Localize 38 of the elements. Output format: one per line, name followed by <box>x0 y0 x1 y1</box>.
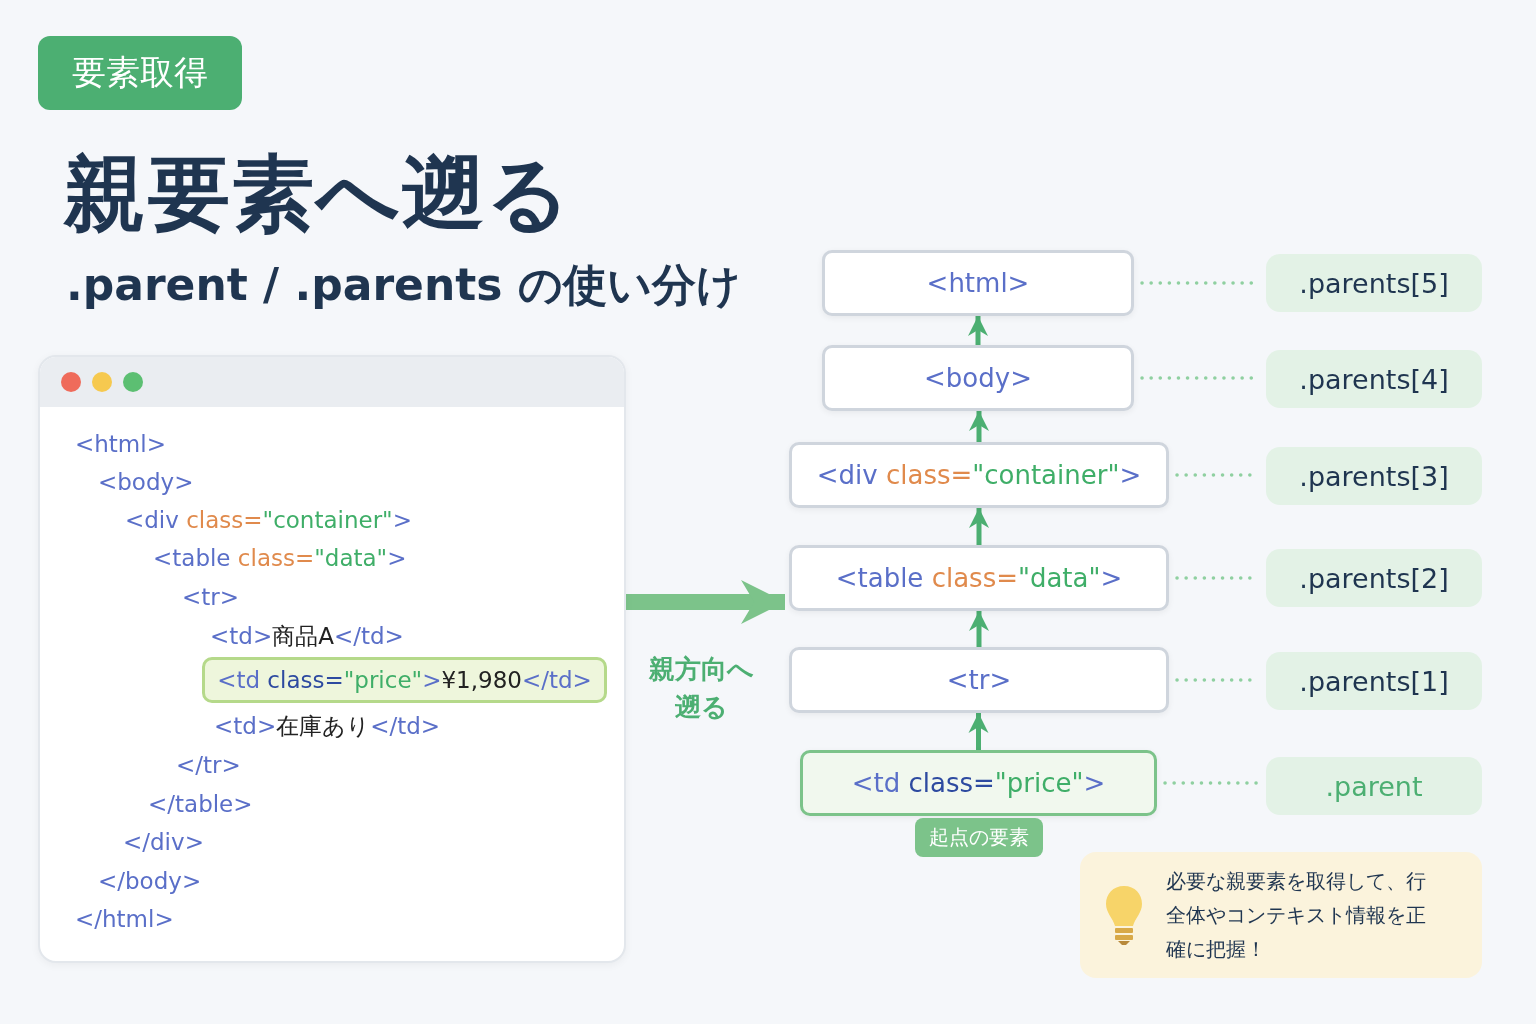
arrow <box>969 508 989 545</box>
arrow <box>626 580 785 624</box>
selector-label: .parents[2] <box>1266 549 1482 607</box>
selector-label: .parents[3] <box>1266 447 1482 505</box>
code-line: <html> <box>75 430 166 459</box>
tag-box: <html> <box>822 250 1134 316</box>
edge-label: 親方向へ遡る <box>648 653 756 724</box>
code-line: <td>商品A</td> <box>210 622 404 651</box>
start-element-badge: 起点の要素 <box>914 818 1043 857</box>
code-line: <div class="container"> <box>125 506 412 535</box>
selector-label: .parents[5] <box>1266 254 1482 312</box>
code-line: <table class="data"> <box>153 544 407 573</box>
tag-box: <div class="container"> <box>789 442 1169 508</box>
arrow <box>968 713 989 750</box>
subtitle: .parent / .parents の使い分け <box>66 258 741 312</box>
code-line: </tr> <box>176 751 241 780</box>
code-window <box>38 355 626 963</box>
tip-text: 必要な親要素を取得して、行全体やコンテキスト情報を正確に把握！ <box>1166 868 1426 963</box>
code-line: <body> <box>98 468 194 497</box>
code-line: </body> <box>98 867 202 896</box>
arrow <box>969 611 989 647</box>
arrow <box>969 411 989 442</box>
arrow <box>968 316 988 345</box>
category-badge: 要素取得 <box>38 36 242 110</box>
selector-label: .parents[1] <box>1266 652 1482 710</box>
code-line: <tr> <box>182 583 240 612</box>
tag-box: <body> <box>822 345 1134 411</box>
start-tag-box: <td class="price"> <box>800 750 1157 816</box>
page-title: 親要素へ遡る <box>64 145 572 243</box>
code-line: </div> <box>123 828 204 857</box>
code-line: </table> <box>148 790 253 819</box>
code-line: <td>在庫あり</td> <box>214 712 441 741</box>
selector-label: .parent <box>1266 757 1482 815</box>
tag-box: <tr> <box>789 647 1169 713</box>
code-line: </html> <box>75 905 174 934</box>
selector-label: .parents[4] <box>1266 350 1482 408</box>
dotted-connector <box>1163 781 1260 785</box>
tag-box: <table class="data"> <box>789 545 1169 611</box>
